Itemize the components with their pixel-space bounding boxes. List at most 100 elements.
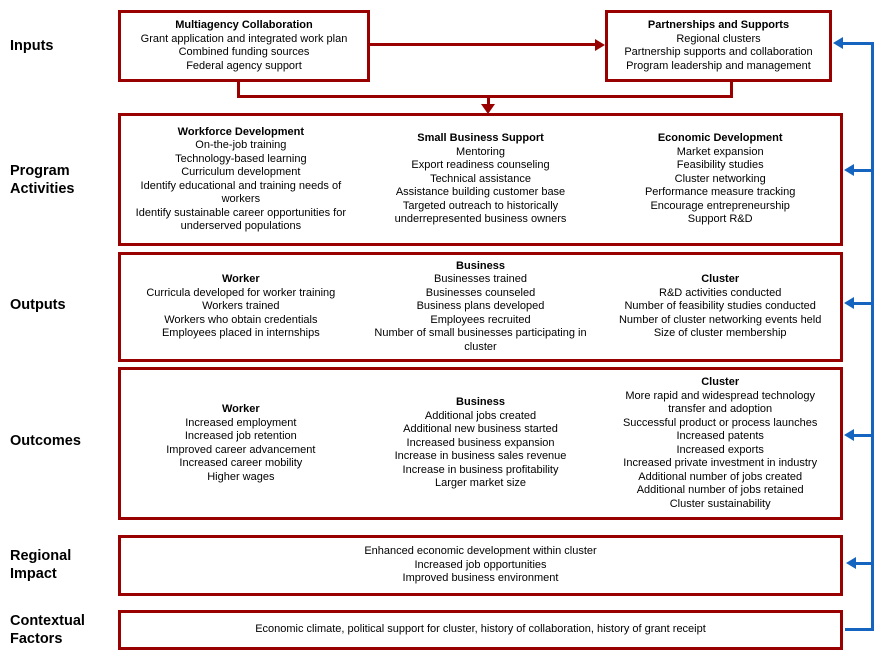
feedback-source-line bbox=[845, 628, 874, 631]
outcomes-cluster-column: Cluster More rapid and widespread techno… bbox=[600, 376, 840, 511]
regional-impact-item: Enhanced economic development within clu… bbox=[364, 545, 597, 558]
feedback-line-regional-impact bbox=[855, 562, 872, 565]
left-arrowhead-icon bbox=[844, 297, 854, 309]
outcomes-cluster-item: More rapid and widespread technology tra… bbox=[625, 389, 815, 416]
economic-item: Support R&D bbox=[687, 213, 753, 226]
workforce-development-column: Workforce Development On-the-job trainin… bbox=[121, 126, 361, 234]
outputs-worker-item: Workers trained bbox=[202, 300, 280, 313]
outcomes-business-item: Increase in business sales revenue bbox=[394, 450, 567, 463]
workforce-item: Identify educational and training needs … bbox=[140, 179, 342, 206]
small-business-item: Technical assistance bbox=[430, 172, 531, 185]
multiagency-collaboration-box: Multiagency Collaboration Grant applicat… bbox=[118, 10, 370, 82]
inputs-connector-bus bbox=[237, 95, 733, 98]
outcomes-worker-title: Worker bbox=[221, 403, 260, 415]
outputs-worker-item: Employees placed in internships bbox=[161, 327, 320, 340]
outputs-cluster-column: Cluster R&D activities conducted Number … bbox=[600, 273, 840, 341]
outputs-business-item: Business plans developed bbox=[416, 300, 545, 313]
left-arrowhead-icon bbox=[844, 164, 854, 176]
contextual-factors-text: Economic climate, political support for … bbox=[255, 623, 706, 636]
partnerships-item: Regional clusters bbox=[676, 32, 761, 45]
small-business-item: Assistance building customer base bbox=[395, 186, 566, 199]
small-business-title: Small Business Support bbox=[417, 132, 544, 145]
partnerships-down-stub bbox=[730, 82, 733, 98]
workforce-item: Technology-based learning bbox=[175, 152, 307, 165]
down-arrowhead-icon bbox=[481, 104, 495, 114]
economic-item: Feasibility studies bbox=[676, 159, 764, 172]
outcomes-business-title: Business bbox=[456, 396, 505, 409]
row-label-program-activities: Program Activities bbox=[10, 163, 75, 197]
outcomes-cluster-item: Increased private investment in industry bbox=[623, 457, 818, 469]
outcomes-worker-item: Improved career advancement bbox=[166, 443, 316, 456]
outputs-business-title: Business bbox=[456, 259, 505, 272]
left-arrowhead-icon bbox=[844, 429, 854, 441]
row-label-outputs: Outputs bbox=[10, 297, 66, 313]
small-business-item: Targeted outreach to historically underr… bbox=[394, 199, 567, 226]
workforce-item: Curriculum development bbox=[181, 166, 301, 178]
outputs-worker-item: Workers who obtain credentials bbox=[164, 313, 318, 326]
feedback-line-outcomes bbox=[853, 434, 872, 437]
outcomes-cluster-item: Increased exports bbox=[676, 443, 764, 456]
multiagency-item: Grant application and integrated work pl… bbox=[140, 32, 348, 45]
outcomes-business-item: Additional new business started bbox=[403, 423, 558, 436]
economic-item: Market expansion bbox=[676, 145, 764, 158]
outcomes-cluster-item: Additional number of jobs created bbox=[638, 470, 803, 483]
outputs-cluster-item: Number of feasibility studies conducted bbox=[624, 300, 816, 313]
outcomes-business-item: Increase in business profitability bbox=[402, 463, 559, 476]
outputs-business-item: Businesses trained bbox=[434, 273, 527, 286]
right-arrowhead-icon bbox=[595, 39, 605, 51]
outputs-cluster-item: R&D activities conducted bbox=[659, 286, 782, 299]
multiagency-item: Combined funding sources bbox=[178, 46, 310, 58]
economic-item: Cluster networking bbox=[674, 172, 766, 185]
outcomes-business-item: Increased business expansion bbox=[406, 436, 555, 449]
outputs-worker-title: Worker bbox=[221, 273, 260, 286]
multiagency-down-stub bbox=[237, 82, 240, 98]
outcomes-worker-item: Increased job retention bbox=[184, 430, 297, 442]
row-label-regional-impact: Regional Impact bbox=[10, 548, 72, 582]
small-business-support-column: Small Business Support Mentoring Export … bbox=[361, 132, 601, 227]
outcomes-worker-item: Higher wages bbox=[207, 470, 275, 483]
left-arrowhead-icon bbox=[833, 37, 843, 49]
outputs-cluster-item: Size of cluster membership bbox=[653, 327, 787, 340]
outcomes-cluster-item: Increased patents bbox=[676, 430, 764, 442]
multiagency-title: Multiagency Collaboration bbox=[175, 19, 313, 31]
partnerships-title: Partnerships and Supports bbox=[647, 19, 790, 31]
outputs-business-item: Employees recruited bbox=[430, 313, 531, 326]
outcomes-box: Worker Increased employment Increased jo… bbox=[118, 367, 843, 520]
outputs-cluster-item: Number of cluster networking events held bbox=[618, 313, 822, 326]
outcomes-cluster-item: Additional number of jobs retained bbox=[636, 484, 804, 496]
outcomes-worker-column: Worker Increased employment Increased jo… bbox=[121, 403, 361, 484]
row-label-outcomes: Outcomes bbox=[10, 433, 81, 449]
outputs-business-column: Business Businesses trained Businesses c… bbox=[361, 260, 601, 355]
small-business-item: Export readiness counseling bbox=[411, 159, 550, 172]
outcomes-cluster-item: Successful product or process launches bbox=[622, 416, 818, 429]
regional-impact-item: Improved business environment bbox=[402, 572, 559, 585]
outputs-business-item: Number of small businesses participating… bbox=[374, 327, 587, 353]
feedback-vertical-line bbox=[871, 42, 874, 631]
left-arrowhead-icon bbox=[846, 557, 856, 569]
outputs-worker-column: Worker Curricula developed for worker tr… bbox=[121, 273, 361, 341]
feedback-line-outputs bbox=[853, 302, 872, 305]
regional-impact-item: Increased job opportunities bbox=[414, 558, 547, 571]
regional-impact-box: Enhanced economic development within clu… bbox=[118, 535, 843, 596]
row-label-inputs: Inputs bbox=[10, 38, 54, 54]
feedback-line-inputs bbox=[842, 42, 872, 45]
contextual-factors-box: Economic climate, political support for … bbox=[118, 610, 843, 650]
economic-title: Economic Development bbox=[657, 132, 783, 145]
workforce-item: Identify sustainable career opportunitie… bbox=[135, 206, 346, 233]
workforce-item: On-the-job training bbox=[195, 139, 287, 151]
multiagency-item: Federal agency support bbox=[186, 59, 302, 72]
workforce-title: Workforce Development bbox=[177, 125, 304, 138]
feedback-line-activities bbox=[853, 169, 872, 172]
outputs-worker-item: Curricula developed for worker training bbox=[146, 286, 336, 299]
outputs-cluster-title: Cluster bbox=[701, 273, 740, 286]
outcomes-worker-item: Increased employment bbox=[185, 416, 297, 429]
partnerships-item: Partnership supports and collaboration bbox=[624, 46, 813, 58]
economic-item: Performance measure tracking bbox=[644, 186, 796, 199]
outputs-business-item: Businesses counseled bbox=[425, 286, 536, 299]
economic-item: Encourage entrepreneurship bbox=[650, 199, 790, 212]
inputs-to-partnerships-line bbox=[370, 43, 596, 46]
small-business-item: Mentoring bbox=[456, 145, 505, 158]
outcomes-cluster-title: Cluster bbox=[701, 376, 740, 388]
economic-development-column: Economic Development Market expansion Fe… bbox=[600, 132, 840, 227]
